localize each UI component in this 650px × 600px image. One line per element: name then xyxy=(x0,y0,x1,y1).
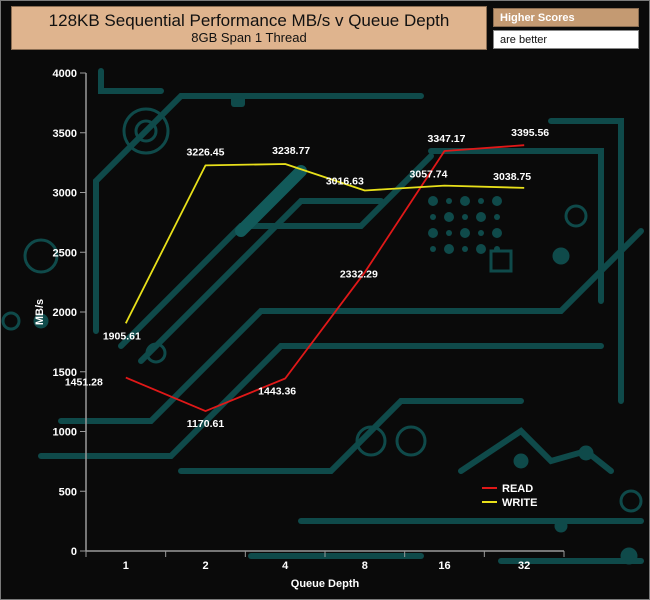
circuit-pad xyxy=(620,547,638,565)
data-label-read: 3347.17 xyxy=(428,133,466,145)
circuit-dot xyxy=(430,214,436,220)
circuit-pad xyxy=(355,425,387,457)
series-line-read xyxy=(125,144,525,413)
y-tick-label: 0 xyxy=(71,546,77,558)
circuit-dot xyxy=(478,230,484,236)
title-box: 128KB Sequential Performance MB/s v Queu… xyxy=(11,6,487,50)
data-label-write: 3016.63 xyxy=(326,176,364,188)
circuit-trace xyxy=(58,228,644,424)
are-better-note: are better xyxy=(493,30,639,49)
circuit-dot xyxy=(444,244,454,254)
circuit-dot xyxy=(476,244,486,254)
circuit-dot xyxy=(460,196,470,206)
y-tick-label: 4000 xyxy=(53,68,77,80)
circuit-dot xyxy=(462,214,468,220)
circuit-trace xyxy=(138,198,384,364)
higher-scores-note: Higher Scores xyxy=(493,8,639,27)
circuit-pad xyxy=(554,519,568,533)
data-label-write: 1905.61 xyxy=(103,330,141,342)
x-tick-label: 8 xyxy=(362,560,368,572)
y-tick-label: 3500 xyxy=(53,128,77,140)
x-tick-label: 16 xyxy=(438,560,450,572)
circuit-pad xyxy=(489,249,513,273)
circuit-pad xyxy=(33,313,49,329)
data-label-read: 1170.61 xyxy=(187,418,225,430)
circuit-dot xyxy=(428,228,438,238)
y-tick-label: 3000 xyxy=(53,188,77,200)
data-label-read: 1451.28 xyxy=(65,377,103,389)
data-label-write: 3238.77 xyxy=(272,145,310,157)
circuit-trace xyxy=(428,148,604,304)
circuit-trace xyxy=(548,118,624,404)
y-tick-label: 1500 xyxy=(53,367,77,379)
x-tick-label: 4 xyxy=(282,560,289,572)
circuit-dot xyxy=(492,196,502,206)
circuit-pad xyxy=(395,425,427,457)
data-label-write: 3038.75 xyxy=(493,171,531,183)
circuit-pad xyxy=(552,247,570,265)
circuit-trace xyxy=(178,398,524,474)
circuit-dot xyxy=(476,212,486,222)
legend-label-write: WRITE xyxy=(502,497,537,509)
data-label-read: 1443.36 xyxy=(258,386,296,398)
data-label-write: 3226.45 xyxy=(187,146,225,158)
data-label-write: 3057.74 xyxy=(410,169,448,181)
circuit-dot xyxy=(446,230,452,236)
legend-label-read: READ xyxy=(502,483,533,495)
data-label-read: 2332.29 xyxy=(340,268,378,280)
circuit-pad xyxy=(145,342,167,364)
chart-legend: READ WRITE xyxy=(482,483,537,509)
circuit-dot xyxy=(492,228,502,238)
circuit-trace xyxy=(98,68,164,94)
y-tick-label: 1000 xyxy=(53,427,77,439)
x-tick-label: 2 xyxy=(202,560,208,572)
circuit-background xyxy=(1,68,644,565)
circuit-trace xyxy=(458,427,614,474)
circuit-pad xyxy=(513,453,529,469)
circuit-dot xyxy=(444,212,454,222)
chart-axes: 0 500 1000 1500 2000 2500 3000 3500 4000 1 2 4 8 16 32… xyxy=(34,68,565,590)
circuit-pad xyxy=(231,93,245,107)
y-axis-label: MB/s xyxy=(34,299,46,325)
circuit-dot xyxy=(494,214,500,220)
circuit-trace xyxy=(118,153,434,349)
series-line-write xyxy=(124,163,525,324)
circuit-dot xyxy=(430,246,436,252)
chart-subtitle: 8GB Span 1 Thread xyxy=(191,30,307,45)
circuit-pad xyxy=(122,107,170,155)
circuit-dot xyxy=(462,246,468,252)
data-label-read: 3395.56 xyxy=(511,127,549,139)
circuit-trace xyxy=(235,165,307,237)
y-tick-label: 2000 xyxy=(53,307,77,319)
circuit-dot xyxy=(460,228,470,238)
chart-data-labels: 1451.28 1170.61 1443.36 2332.29 3347.17 3395.… xyxy=(65,127,549,430)
circuit-pad xyxy=(619,489,643,513)
circuit-dot xyxy=(478,198,484,204)
y-tick-label: 2500 xyxy=(53,247,77,259)
chart-title: 128KB Sequential Performance MB/s v Queu… xyxy=(48,11,450,30)
circuit-dot xyxy=(446,198,452,204)
y-tick-label: 500 xyxy=(59,486,77,498)
x-tick-label: 1 xyxy=(123,560,129,572)
circuit-dot xyxy=(428,196,438,206)
circuit-pad xyxy=(578,445,594,461)
circuit-pad xyxy=(23,238,59,274)
circuit-pad xyxy=(134,119,158,143)
circuit-pad xyxy=(1,311,21,331)
x-tick-label: 32 xyxy=(518,560,530,572)
circuit-pad xyxy=(564,204,588,228)
circuit-trace xyxy=(38,343,604,459)
chart-series xyxy=(124,144,525,413)
x-axis-label: Queue Depth xyxy=(291,578,360,590)
